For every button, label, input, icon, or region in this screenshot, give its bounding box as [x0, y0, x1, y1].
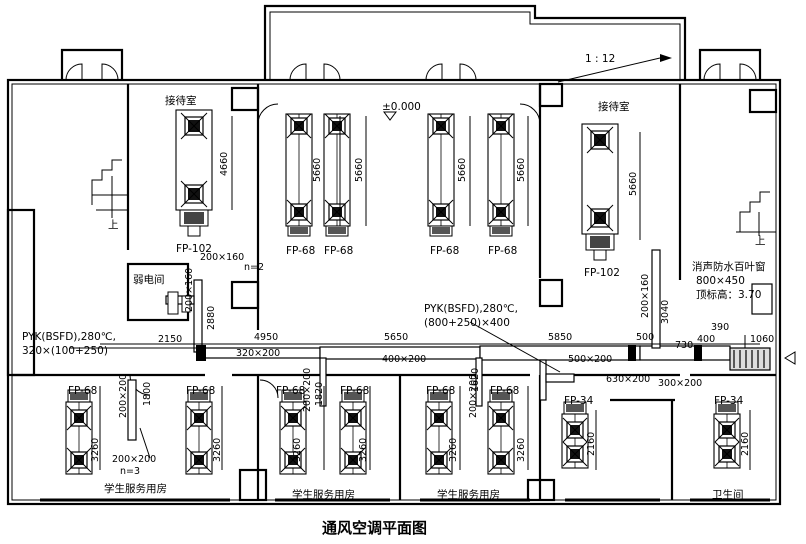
room-service-2: 学生服务用房 [292, 488, 355, 501]
damper-note-left-line1: PYK(BSFD),280℃, [22, 331, 116, 343]
dim-4950: 4950 [254, 332, 278, 343]
dim-3260-d: 3260 [358, 438, 369, 462]
unit-label-fp68-5: FP-68 [68, 385, 97, 397]
duct-size-200x200-right: 200×200 [468, 374, 479, 418]
unit-label-fp68-1: FP-68 [286, 245, 315, 257]
dim-2160-b: 2160 [740, 432, 751, 456]
dim-400: 400 [697, 334, 715, 345]
unit-label-fp68-7: FP-68 [276, 385, 305, 397]
room-service-3: 学生服务用房 [437, 488, 500, 501]
door-swings [65, 63, 757, 399]
unit-label-fp68-3: FP-68 [430, 245, 459, 257]
unit-label-fp102-left: FP-102 [176, 243, 212, 255]
unit-label-fp34-2: FP-34 [714, 395, 744, 407]
unit-label-fp68-10: FP-68 [490, 385, 519, 397]
duct-size-300x200: 300×200 [658, 378, 702, 389]
unit-label-fp68-4: FP-68 [488, 245, 517, 257]
unit-label-fp68-6: FP-68 [186, 385, 215, 397]
dim-5660-e: 5660 [628, 172, 639, 196]
unit-label-fp34-1: FP-34 [564, 395, 594, 407]
duct-n3: n=3 [120, 466, 140, 477]
dim-5660-b: 5660 [354, 158, 365, 182]
dim-1060: 1060 [750, 334, 774, 345]
dim-3260-f: 3260 [516, 438, 527, 462]
dim-5660-c: 5660 [457, 158, 468, 182]
dim-730: 730 [675, 340, 693, 351]
dim-500: 500 [636, 332, 654, 343]
duct-size-200x160: 200×160 [200, 252, 244, 263]
room-weak-current: 弱电间 [133, 273, 165, 286]
stair-up-right: 上 [755, 235, 766, 247]
louver-note-line1: 消声防水百叶窗 [692, 260, 766, 273]
duct-n2: n=2 [244, 262, 264, 273]
dim-3260-e: 3260 [448, 438, 459, 462]
unit-label-fp68-9: FP-68 [426, 385, 455, 397]
fan-coil-units [65, 109, 765, 475]
duct-network [127, 249, 796, 441]
room-toilet: 卫生间 [712, 488, 744, 501]
dim-2160-a: 2160 [586, 432, 597, 456]
dim-1620: 1620 [470, 368, 481, 392]
dim-3260-b: 3260 [212, 438, 223, 462]
dim-3260-a: 3260 [90, 438, 101, 462]
duct-size-200x200-mid: 200×200 [302, 368, 313, 412]
damper-note-mid-line2: (800+250)×400 [424, 317, 510, 329]
room-reception-right: 接待室 [598, 100, 630, 113]
dimension-lines [70, 54, 760, 470]
drawing-title: 通风空调平面图 [322, 519, 427, 537]
level-label: ±0.000 [382, 101, 421, 113]
duct-size-200x200-note: 200×200 [112, 454, 156, 465]
dim-2880: 2880 [206, 306, 217, 330]
duct-size-500x200: 500×200 [568, 354, 612, 365]
stair-up-left: 上 [108, 219, 119, 231]
louver-note-line2: 800×450 [696, 275, 745, 287]
scale-label: 1 : 12 [585, 53, 615, 65]
dim-1820: 1820 [314, 382, 325, 406]
unit-label-fp68-2: FP-68 [324, 245, 353, 257]
building-walls [6, 4, 782, 506]
dim-4660: 4660 [219, 152, 230, 176]
dim-1800: 1800 [142, 382, 153, 406]
room-service-1: 学生服务用房 [104, 482, 167, 495]
duct-size-200x200-left: 200×200 [118, 374, 129, 418]
duct-size-400x200: 400×200 [382, 354, 426, 365]
dim-3260-c: 3260 [292, 438, 303, 462]
dim-5660-d: 5660 [516, 158, 527, 182]
dim-3040: 3040 [660, 300, 671, 324]
unit-label-fp102-right: FP-102 [584, 267, 620, 279]
room-reception-left: 接待室 [165, 94, 197, 107]
dim-5850: 5850 [548, 332, 572, 343]
damper-note-left-line2: 320×(100+250) [22, 345, 108, 357]
unit-label-fp68-8: FP-68 [340, 385, 369, 397]
dim-2150: 2150 [158, 334, 182, 345]
duct-size-630x200: 630×200 [606, 374, 650, 385]
duct-size-200x160-right: 200×160 [640, 274, 651, 318]
louver-note-line3: 顶标高：3.70 [696, 288, 761, 301]
text-labels: 1 : 12 ±0.000 接待室 接待室 弱电间 学生服务用房 学生服务用房 … [22, 53, 774, 537]
duct-size-320x200: 320×200 [236, 348, 280, 359]
dim-5660-a: 5660 [312, 158, 323, 182]
duct-size-200x160-riser: 200×160 [184, 268, 195, 312]
weak-room-device [167, 291, 179, 315]
dim-390: 390 [711, 322, 729, 333]
dim-5650: 5650 [384, 332, 408, 343]
damper-note-mid-line1: PYK(BSFD),280℃, [424, 303, 518, 315]
